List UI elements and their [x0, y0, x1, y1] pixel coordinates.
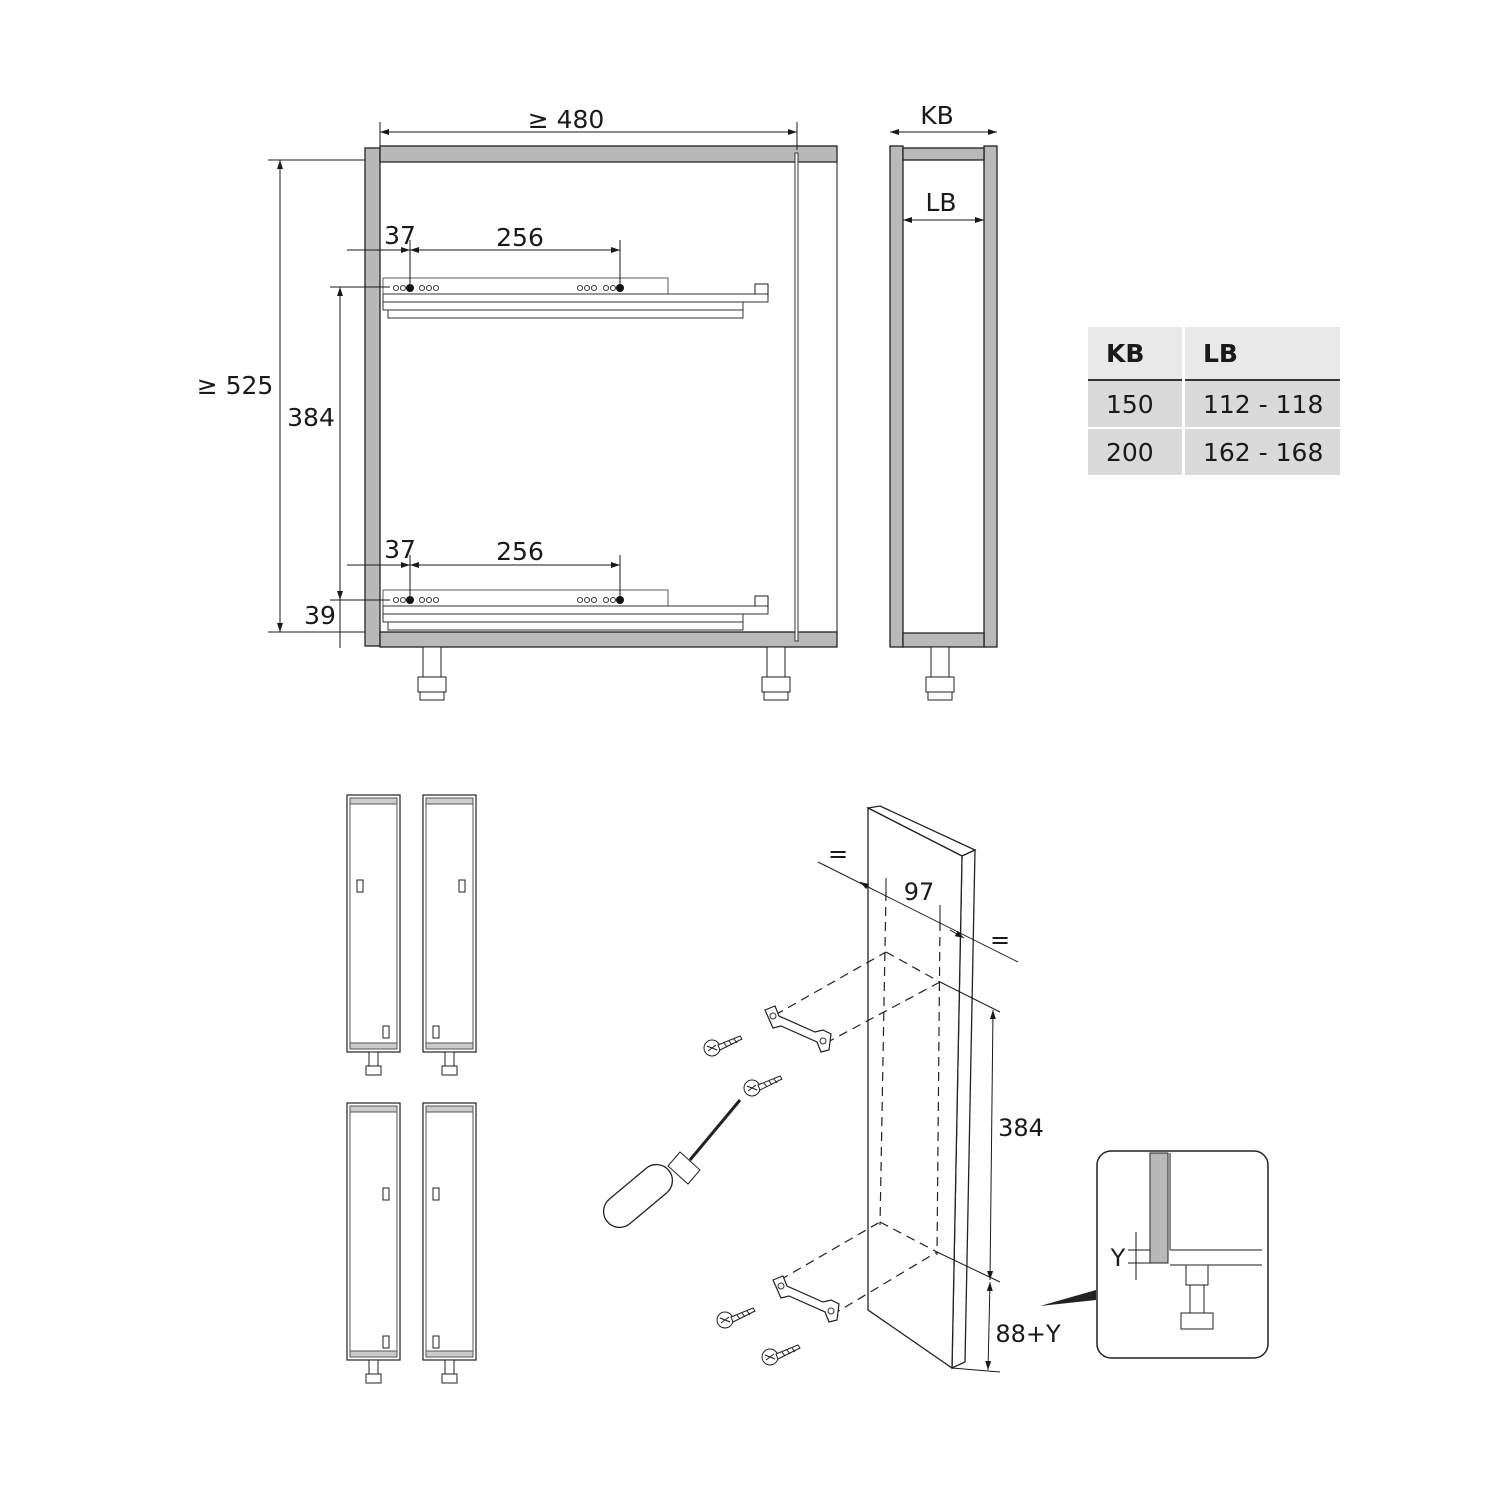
spacing-dimension: 384 — [998, 1114, 1044, 1142]
assembly-view: = 97 = 384 88+Y — [602, 805, 1269, 1373]
left-side-panel — [364, 147, 381, 647]
mounting-bracket — [764, 1005, 832, 1053]
top-runner — [382, 277, 769, 319]
width-dimension: ≥ 480 — [528, 105, 605, 134]
bottom-offset-dimension: 39 — [304, 601, 336, 630]
top-panel — [379, 145, 838, 163]
equal-left-label: = — [828, 840, 848, 868]
installation-variants — [346, 794, 477, 1384]
top-hole-spacing-dimension: 256 — [496, 223, 544, 252]
screw-icon — [703, 1035, 743, 1057]
bottom-runner-offset-dimension: 37 — [384, 535, 416, 564]
dimension-table: KB LB 150 112 - 118 200 162 - 168 — [1088, 327, 1340, 475]
screwdriver-icon — [602, 1099, 742, 1229]
bottom-hole-spacing-dimension: 256 — [496, 537, 544, 566]
height-dimension: ≥ 525 — [197, 371, 274, 400]
table-header: LB — [1183, 327, 1340, 381]
front-edge — [794, 152, 799, 642]
table-cell: 150 — [1088, 380, 1185, 429]
table-row: 200 162 - 168 — [1088, 428, 1340, 475]
bottom-runner — [382, 589, 769, 631]
leveling-foot — [417, 646, 447, 701]
inner-width-dimension: LB — [925, 188, 956, 217]
bottom-dimension: 88+Y — [995, 1320, 1061, 1348]
top-offset-dimension: 37 — [384, 221, 416, 250]
mounting-bracket — [772, 1275, 840, 1323]
runner-spacing-dimension: 384 — [287, 403, 335, 432]
screw-icon — [716, 1307, 756, 1329]
inset-y-label: Y — [1110, 1244, 1126, 1272]
table-header-row: KB LB — [1088, 327, 1340, 381]
screw-icon — [761, 1344, 801, 1366]
table-cell: 112 - 118 — [1183, 380, 1340, 429]
center-dimension: 97 — [904, 878, 935, 906]
bottom-panel — [379, 631, 838, 648]
table-header: KB — [1088, 327, 1185, 381]
leveling-foot — [761, 646, 791, 701]
front-view: ≥ 480 ≥ 525 384 39 37 256 37 256 — [197, 105, 838, 701]
screw-icon — [743, 1075, 783, 1097]
outer-width-dimension: KB — [920, 101, 954, 130]
equal-right-label: = — [990, 926, 1010, 954]
table-cell: 200 — [1088, 428, 1185, 475]
table-row: 150 112 - 118 — [1088, 380, 1340, 429]
side-view: KB LB — [889, 101, 998, 701]
detail-inset: Y — [1096, 1150, 1269, 1359]
table-cell: 162 - 168 — [1183, 428, 1340, 475]
